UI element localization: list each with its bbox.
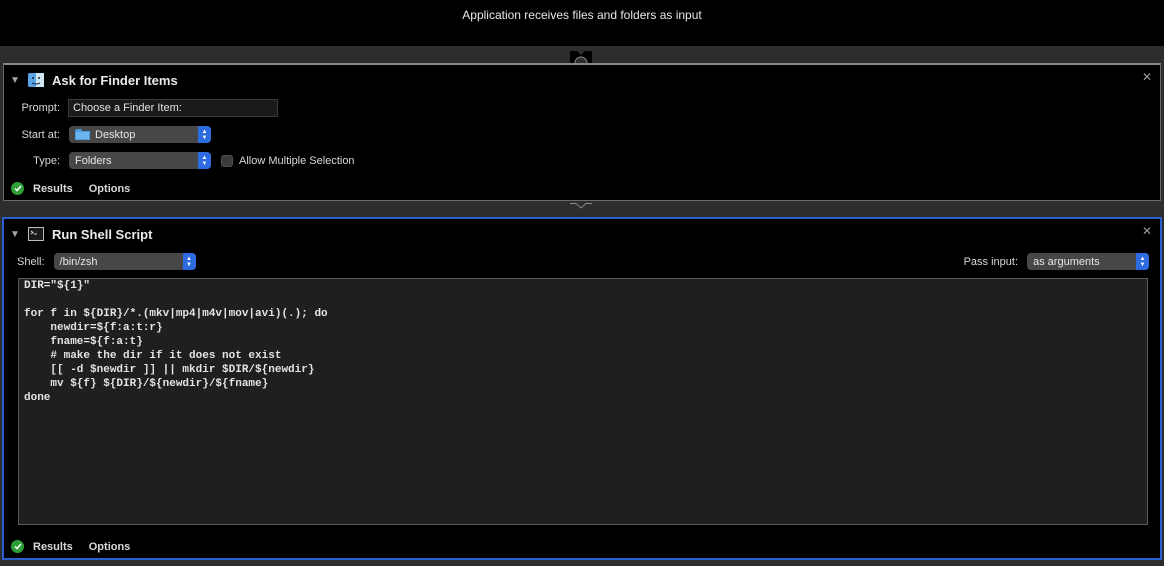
popup-arrows-icon: ▲▼ [1136,253,1149,270]
finder-icon [28,73,44,87]
prompt-input[interactable]: Choose a Finder Item: [68,99,278,117]
pass-input-popup[interactable]: as arguments ▲▼ [1027,253,1149,270]
success-check-icon [11,540,24,553]
shell-value: /bin/zsh [59,255,98,268]
shell-popup[interactable]: /bin/zsh ▲▼ [53,253,196,270]
action-title: Run Shell Script [52,226,153,242]
workflow-header: Application receives files and folders a… [0,0,1164,46]
success-check-icon [11,182,24,195]
start-at-row: Start at: Desktop ▲▼ [18,126,211,143]
close-icon[interactable]: ✕ [1141,224,1152,238]
options-tab[interactable]: Options [88,182,131,195]
action-ask-for-finder-items[interactable]: ▼ Ask for Finder Items ✕ Prompt: Choose … [3,63,1161,201]
shell-row: Shell: /bin/zsh ▲▼ [17,253,196,270]
action-run-shell-script[interactable]: ▼ Run Shell Script ✕ Shell: /bin/zsh ▲▼ … [2,217,1162,560]
prompt-input-value: Choose a Finder Item: [73,102,182,114]
pass-input-label: Pass input: [963,255,1018,268]
pass-input-value: as arguments [1033,255,1100,268]
allow-multiple-selection-label: Allow Multiple Selection [239,154,355,167]
options-tab[interactable]: Options [88,540,131,553]
type-label: Type: [33,154,60,167]
action-header: ▼ Run Shell Script [10,224,152,244]
start-at-value: Desktop [95,128,136,141]
close-icon[interactable]: ✕ [1141,70,1152,84]
action-header: ▼ Ask for Finder Items [10,70,178,90]
results-tab[interactable]: Results [33,182,73,195]
terminal-icon [28,227,44,241]
popup-arrows-icon: ▲▼ [198,152,211,169]
start-at-label: Start at: [21,128,60,141]
disclosure-triangle-icon[interactable]: ▼ [10,74,20,86]
connector-bottom [570,203,592,217]
action-footer: Results Options [11,540,146,553]
script-editor[interactable]: DIR="${1}" for f in ${DIR}/*.(mkv|mp4|m4… [18,278,1148,525]
popup-arrows-icon: ▲▼ [182,253,196,270]
type-popup[interactable]: Folders ▲▼ [69,152,211,169]
folder-icon [75,128,90,140]
popup-arrows-icon: ▲▼ [198,126,211,143]
disclosure-triangle-icon[interactable]: ▼ [10,228,20,240]
start-at-popup[interactable]: Desktop ▲▼ [69,126,211,143]
workflow-input-description: Application receives files and folders a… [462,8,702,22]
pass-input-row: Pass input: as arguments ▲▼ [964,253,1149,270]
action-title: Ask for Finder Items [52,72,178,88]
type-row: Type: Folders ▲▼ Allow Multiple Selectio… [18,152,355,169]
connector-top [570,51,592,64]
prompt-label: Prompt: [21,102,60,114]
results-tab[interactable]: Results [33,540,73,553]
action-footer: Results Options [11,182,146,195]
script-text: DIR="${1}" for f in ${DIR}/*.(mkv|mp4|m4… [24,280,328,404]
allow-multiple-selection-checkbox[interactable] [221,154,233,167]
type-value: Folders [75,154,112,167]
prompt-row: Prompt: Choose a Finder Item: [18,99,278,117]
shell-label: Shell: [17,255,45,268]
